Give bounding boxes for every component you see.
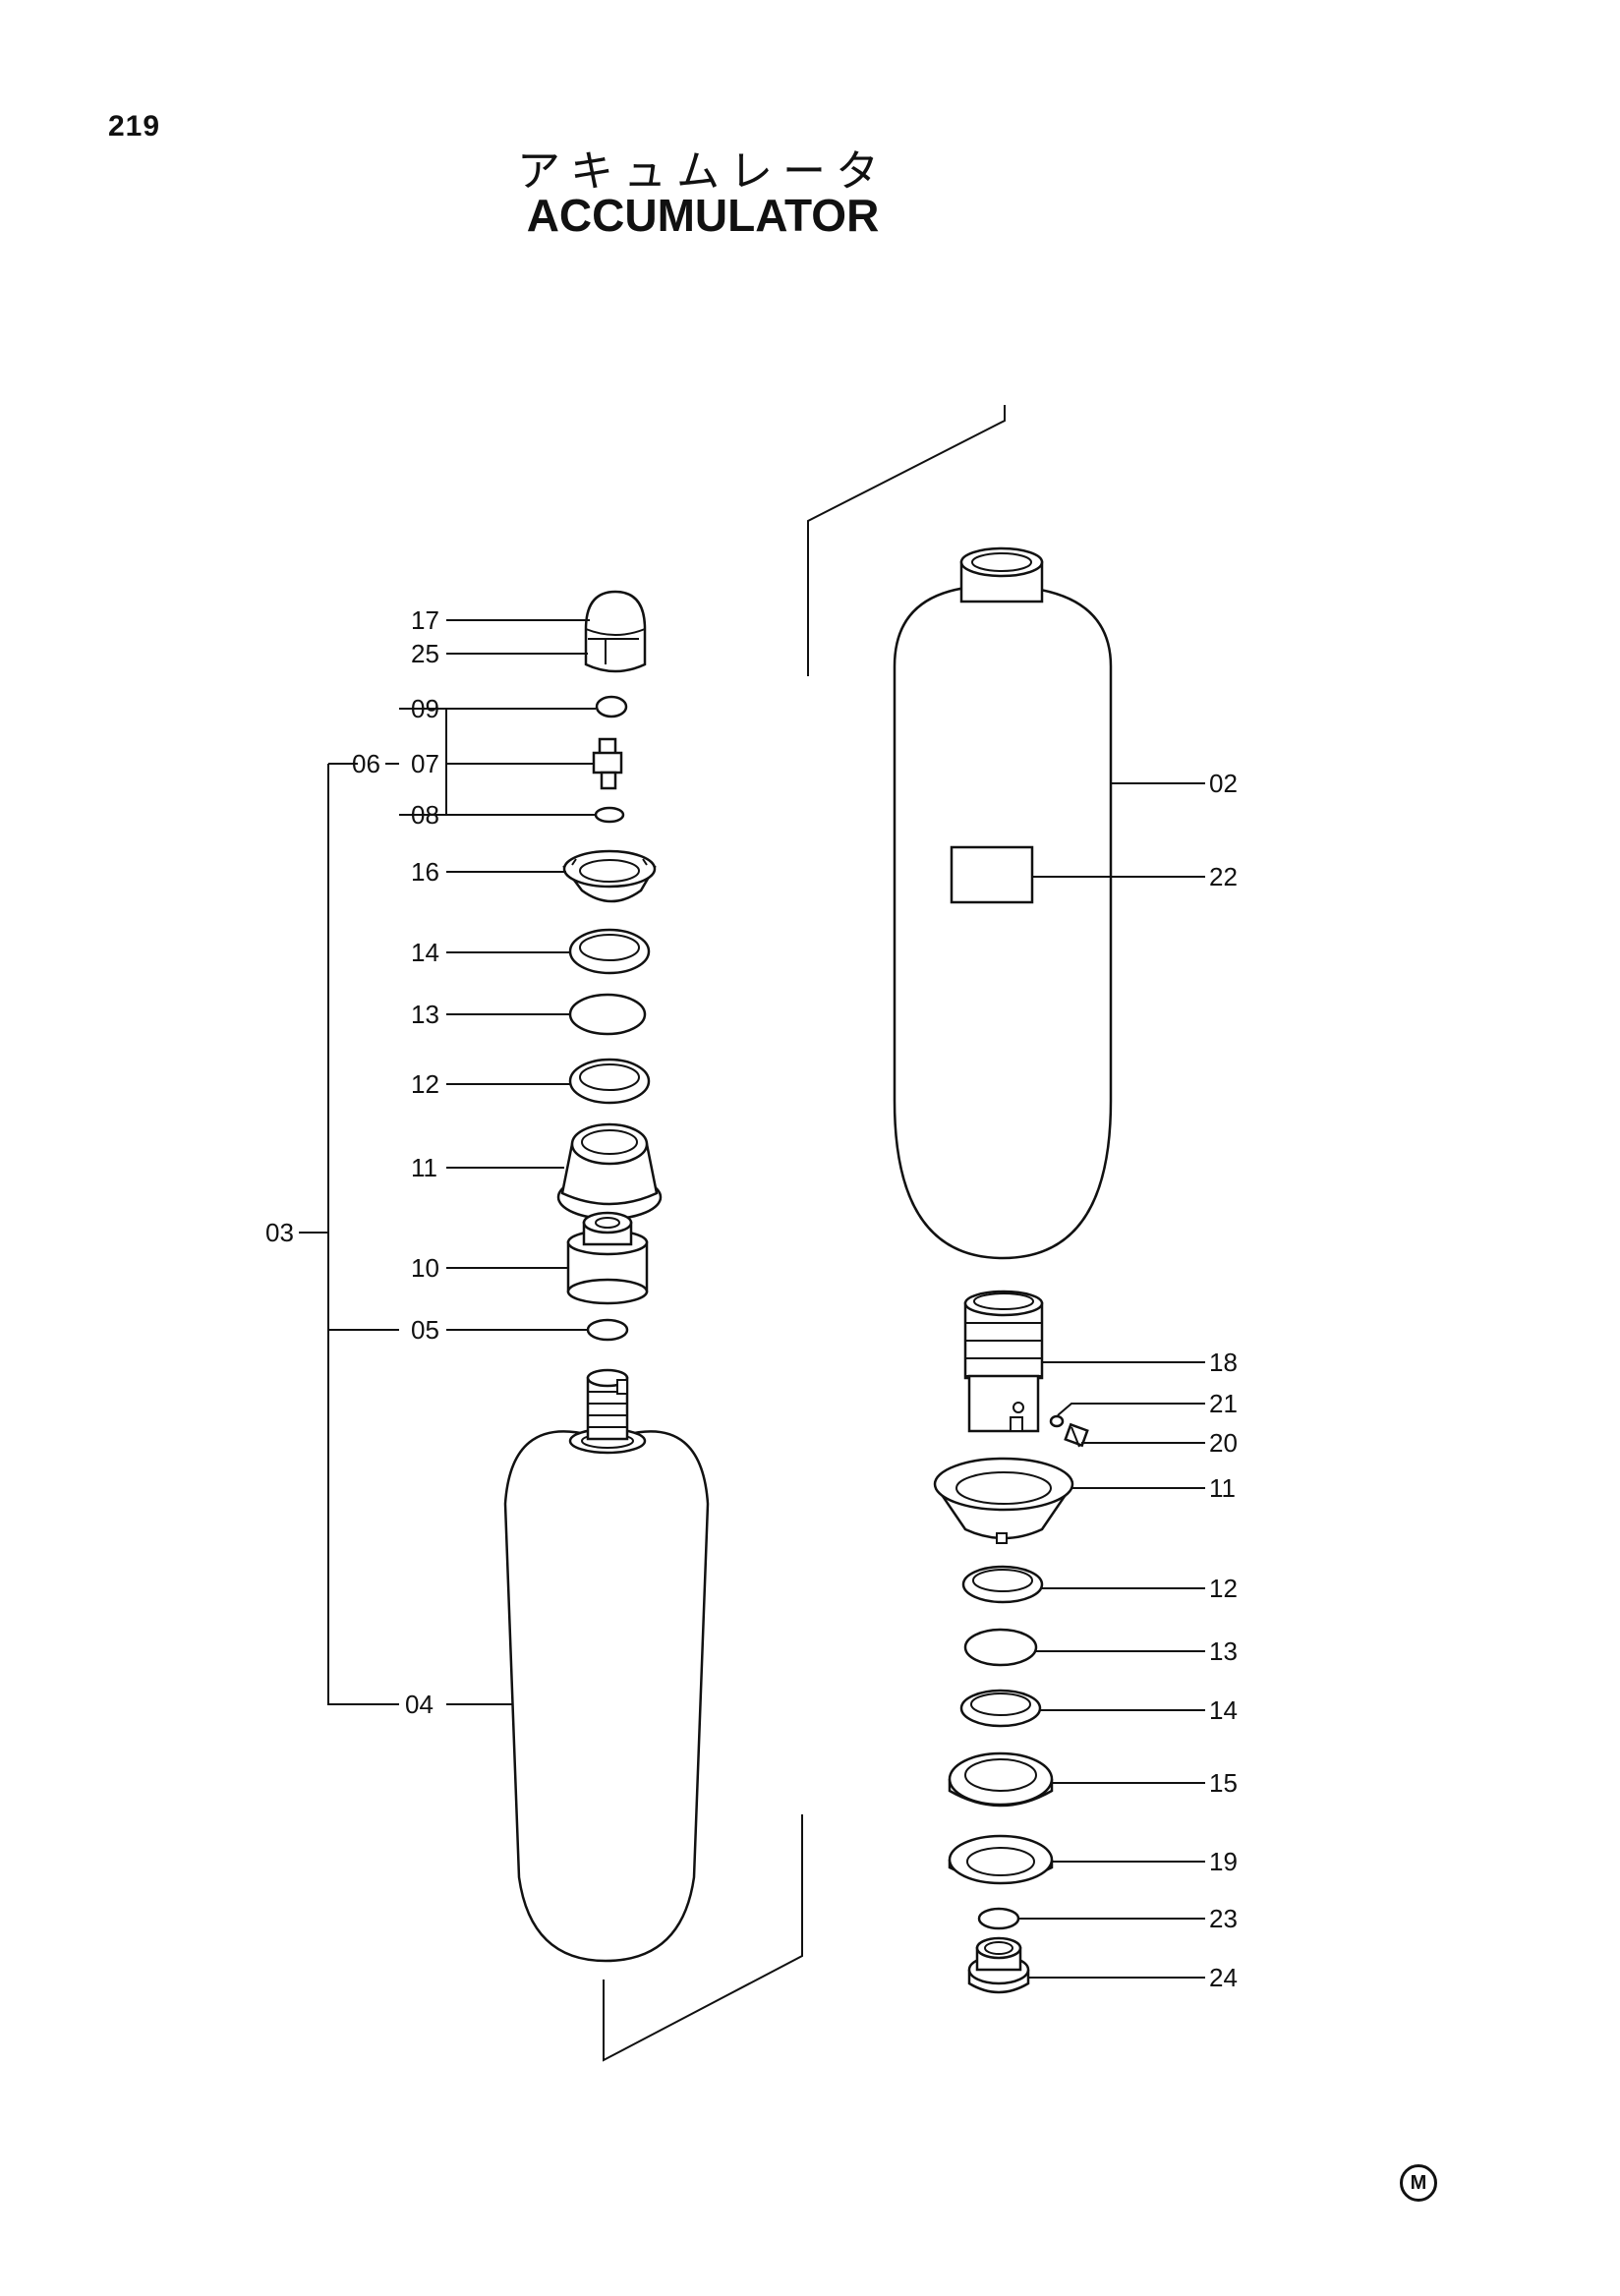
label-13-right: 13 (1209, 1636, 1238, 1666)
right-leader-lines (1018, 782, 1205, 1979)
part-07-valve-core (592, 737, 623, 790)
part-15-retainer (948, 1751, 1054, 1808)
part-02-shell (893, 546, 1113, 1260)
part-17-cap (584, 590, 647, 673)
label-25: 25 (411, 639, 439, 668)
part-10-nut (566, 1211, 649, 1305)
page-number: 219 (108, 110, 161, 143)
break-line-top (807, 405, 1006, 676)
label-14-right: 14 (1209, 1695, 1238, 1725)
part-11-cone (556, 1122, 663, 1221)
label-12: 12 (411, 1069, 439, 1099)
part-04-bladder (503, 1368, 710, 1963)
label-23: 23 (1209, 1904, 1238, 1933)
title-japanese: アキュムレータ (517, 146, 889, 197)
label-24: 24 (1209, 1963, 1238, 1992)
part-23-disc (977, 1907, 1020, 1930)
part-11-cone-right (933, 1457, 1074, 1544)
part-20-plug (1064, 1422, 1089, 1448)
part-24-cap-nut (967, 1936, 1030, 1994)
label-17: 17 (411, 605, 439, 635)
part-22-label-plate (950, 845, 1034, 904)
label-18: 18 (1209, 1348, 1238, 1377)
break-line-bottom (603, 1814, 803, 2062)
label-04: 04 (405, 1690, 434, 1719)
label-09: 09 (411, 694, 439, 723)
label-10: 10 (411, 1253, 439, 1283)
label-20: 20 (1209, 1428, 1238, 1458)
label-11-right: 11 (1209, 1473, 1236, 1503)
label-19: 19 (1209, 1847, 1238, 1876)
label-12-right: 12 (1209, 1574, 1238, 1603)
label-21: 21 (1209, 1389, 1238, 1418)
label-15: 15 (1209, 1768, 1238, 1798)
part-21-o-ring (1049, 1414, 1065, 1428)
label-08: 08 (411, 800, 439, 830)
label-16: 16 (411, 857, 439, 887)
left-leader-lines (299, 619, 596, 1705)
label-05: 05 (411, 1315, 439, 1345)
part-13-disc (568, 993, 647, 1036)
label-13: 13 (411, 1000, 439, 1029)
part-13-disc-right (963, 1628, 1038, 1667)
label-02: 02 (1209, 769, 1238, 798)
manufacturer-mark: M (1400, 2164, 1437, 2202)
part-12-ring (568, 1058, 651, 1105)
part-14-ring (568, 928, 651, 975)
label-22: 22 (1209, 862, 1238, 891)
part-16-flange (562, 849, 657, 903)
label-11: 11 (411, 1153, 437, 1182)
label-06: 06 (352, 749, 380, 778)
label-07: 07 (411, 749, 439, 778)
part-08-o-ring (594, 806, 625, 824)
label-14: 14 (411, 938, 439, 967)
label-03: 03 (265, 1218, 294, 1247)
title-english: ACCUMULATOR (526, 190, 880, 241)
part-14-ring-right (959, 1689, 1042, 1728)
part-05-o-ring (586, 1318, 629, 1342)
part-09-seal (595, 695, 628, 718)
part-19-washer (948, 1834, 1054, 1885)
part-18-poppet-body (963, 1290, 1044, 1433)
part-12-ring-right (961, 1565, 1044, 1604)
